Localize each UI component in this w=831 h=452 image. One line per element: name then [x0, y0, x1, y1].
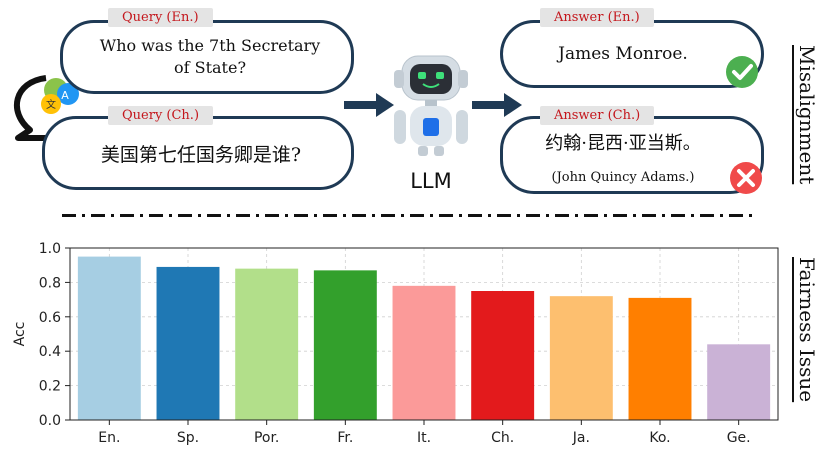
- x-tick-label: En.: [98, 430, 120, 446]
- query-en-bubble: Who was the 7th Secretary of State?: [60, 20, 354, 94]
- answer-en-tag: Answer (En.): [540, 8, 654, 27]
- bar-ja: [549, 296, 613, 420]
- robot-icon: [394, 55, 468, 156]
- answer-en-text: James Monroe.: [558, 44, 688, 64]
- query-ch-bubble: 美国第七任国务卿是谁?: [42, 116, 354, 190]
- answer-ch-text: 约翰·昆西·亚当斯。: [545, 133, 701, 154]
- bar-sp: [156, 266, 220, 420]
- bar-fr: [313, 270, 377, 420]
- x-tick-label: Ch.: [491, 430, 514, 446]
- side-label-fairness: Fairness Issue: [795, 257, 819, 403]
- bar-en: [77, 256, 141, 420]
- check-icon: [726, 56, 758, 88]
- query-en-line-2: of State?: [173, 58, 247, 77]
- x-tick-label: Ge.: [727, 430, 751, 446]
- svg-text:文: 文: [46, 98, 56, 111]
- query-en-line-1: Who was the 7th Secretary: [99, 36, 321, 55]
- y-tick-label: 0.8: [39, 275, 61, 291]
- svg-text:A: A: [61, 89, 69, 102]
- right-arrow-icon: [472, 93, 522, 117]
- x-tick-label: Fr.: [337, 430, 353, 446]
- query-en-tag: Query (En.): [108, 8, 213, 27]
- bar-ko: [628, 297, 692, 420]
- answer-en-bubble: James Monroe.: [500, 20, 764, 88]
- right-arrow-icon: [344, 93, 394, 117]
- side-label-misalignment: Misalignment: [795, 45, 819, 185]
- translate-icon: A 文: [13, 75, 79, 141]
- y-tick-label: 0.4: [39, 344, 61, 360]
- cross-icon: [730, 162, 762, 194]
- llm-label: LLM: [410, 169, 452, 193]
- query-ch-tag: Query (Ch.): [108, 106, 214, 125]
- y-tick-label: 0.6: [39, 310, 61, 326]
- x-tick-label: It.: [417, 430, 431, 446]
- x-tick-label: Ko.: [649, 430, 670, 446]
- y-tick-label: 0.2: [39, 379, 61, 395]
- bar-ge: [707, 344, 771, 420]
- query-ch-line-1: 美国第七任国务卿是谁?: [100, 144, 302, 166]
- bar-por: [235, 268, 299, 420]
- y-tick-label: 0.0: [39, 413, 61, 429]
- x-tick-label: Ja.: [572, 430, 590, 446]
- bar-it: [392, 285, 456, 420]
- x-tick-label: Sp.: [177, 430, 199, 446]
- answer-ch-tag: Answer (Ch.): [540, 106, 655, 125]
- answer-ch-bubble: 约翰·昆西·亚当斯。 (John Quincy Adams.): [500, 116, 764, 194]
- y-axis-label: Acc: [12, 322, 28, 347]
- bar-ch: [471, 291, 535, 420]
- y-tick-label: 1.0: [39, 241, 61, 257]
- section-divider: [62, 214, 752, 217]
- x-tick-label: Por.: [254, 430, 279, 446]
- answer-ch-translation: (John Quincy Adams.): [551, 170, 695, 185]
- accuracy-bar-chart: 0.0 0.2 0.4 0.6 0.8 1.0En. Sp. Por. Fr. It. Ch. Ja.…: [12, 241, 779, 446]
